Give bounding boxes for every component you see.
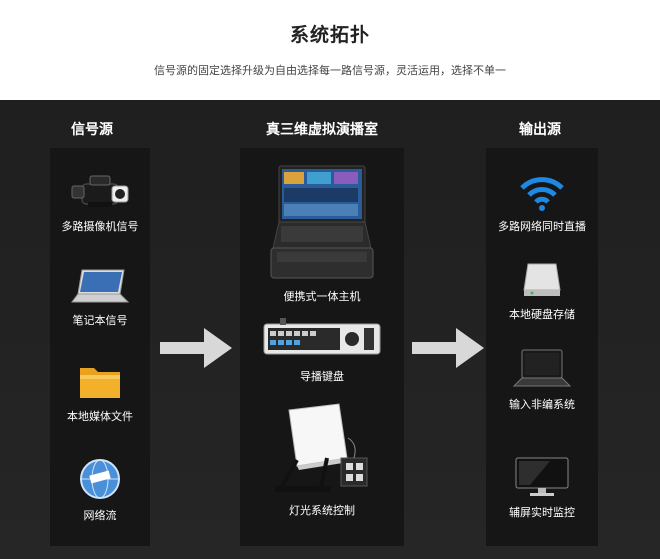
output-storage: 本地硬盘存储 [487, 260, 597, 322]
globe-icon [80, 459, 120, 499]
source-media: 本地媒体文件 [45, 362, 155, 424]
laptop-icon [512, 349, 572, 387]
source-network: 网络流 [45, 457, 155, 523]
sources-heading: 信号源 [71, 122, 113, 138]
output-live-label: 多路网络同时直播 [498, 220, 586, 233]
source-camera-label: 多路摄像机信号 [61, 220, 139, 233]
source-camera: 多路摄像机信号 [45, 172, 155, 234]
arrow-right-icon [160, 328, 232, 368]
output-editing-label: 输入非编系统 [509, 398, 575, 411]
source-media-label: 本地媒体文件 [67, 410, 133, 423]
hard-drive-icon [523, 263, 561, 296]
studio-heading: 真三维虚拟演播室 [266, 122, 378, 138]
studio-lighting: 灯光系统控制 [250, 400, 394, 518]
video-camera-icon [71, 175, 129, 207]
monitor-icon [515, 457, 569, 496]
output-live: 多路网络同时直播 [487, 172, 597, 234]
topology-diagram: 信号源 真三维虚拟演播室 输出源 多路摄像机信号 笔记本信号 本地媒体文 [0, 100, 660, 559]
wifi-icon [520, 177, 564, 211]
output-storage-label: 本地硬盘存储 [509, 308, 575, 321]
output-monitor: 辅屏实时监控 [487, 454, 597, 520]
studio-light-icon [275, 403, 368, 492]
page-subtitle: 信号源的固定选择升级为自由选择每一路信号源，灵活运用，选择不单一 [154, 64, 506, 77]
studio-keyboard-label: 导播键盘 [300, 370, 344, 383]
source-laptop-label: 笔记本信号 [72, 314, 128, 327]
laptop-icon [71, 269, 130, 303]
source-laptop: 笔记本信号 [45, 266, 155, 328]
output-monitor-label: 辅屏实时监控 [509, 506, 575, 519]
output-editing: 输入非编系统 [487, 346, 597, 412]
portable-workstation-icon [270, 165, 374, 279]
arrow-right-icon [412, 328, 484, 368]
control-keyboard-icon [263, 318, 381, 355]
outputs-heading: 输出源 [519, 122, 561, 138]
source-network-label: 网络流 [83, 509, 117, 522]
folder-icon [80, 368, 120, 398]
studio-keyboard: 导播键盘 [250, 316, 394, 384]
studio-workstation-label: 便携式一体主机 [283, 290, 361, 303]
studio-workstation: 便携式一体主机 [250, 164, 394, 304]
header: 系统拓扑 信号源的固定选择升级为自由选择每一路信号源，灵活运用，选择不单一 [0, 0, 660, 100]
studio-lighting-label: 灯光系统控制 [289, 504, 355, 517]
page-title: 系统拓扑 [289, 24, 370, 46]
